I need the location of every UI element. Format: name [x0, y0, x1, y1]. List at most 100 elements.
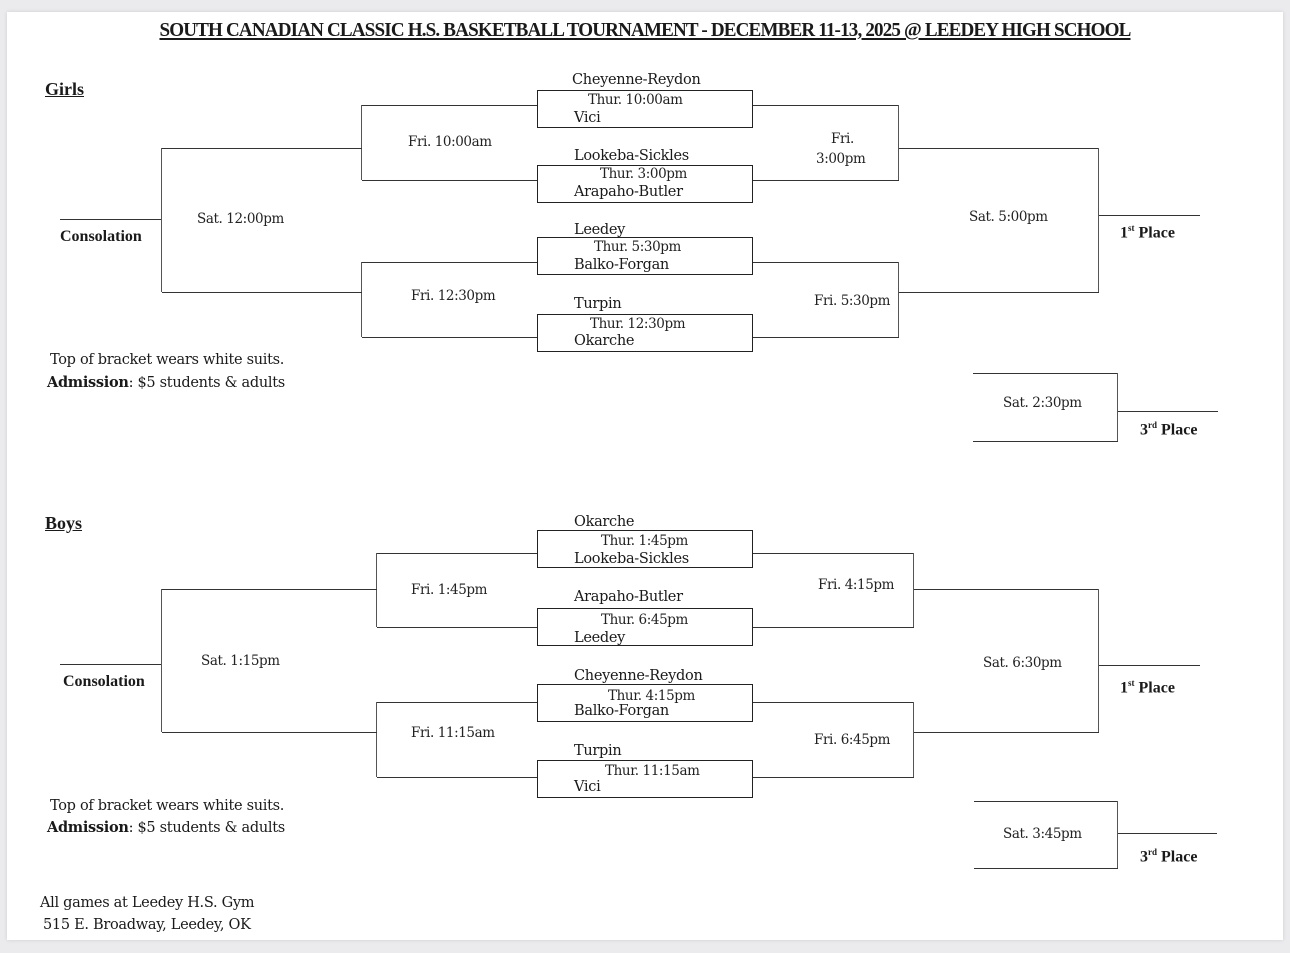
girls-semi-time: Fri. 5:30pm: [814, 293, 891, 309]
boys-third-place-label: 3rd Place: [1140, 847, 1198, 866]
girls-team: Arapaho-Butler: [574, 184, 683, 200]
bracket-line: [914, 589, 1099, 590]
bracket-line: [162, 732, 377, 733]
boys-game-time: Thur. 6:45pm: [601, 612, 688, 628]
boys-team: Turpin: [574, 743, 622, 759]
boys-team: Arapaho-Butler: [574, 589, 683, 605]
bracket-line: [362, 337, 537, 338]
girls-game-3-box: [537, 237, 753, 275]
boys-game-3-box: [537, 684, 753, 722]
bracket-line: [753, 337, 899, 338]
page-title: SOUTH CANADIAN CLASSIC H.S. BASKETBALL T…: [159, 19, 1131, 41]
girls-third-place-time: Sat. 2:30pm: [1003, 395, 1082, 411]
girls-consolation-label: Consolation: [60, 228, 142, 245]
girls-suits-note: Top of bracket wears white suits.: [50, 352, 285, 368]
bracket-line: [1117, 373, 1118, 441]
bracket-line: [376, 702, 377, 777]
girls-first-place-label: 1st Place: [1120, 223, 1175, 242]
girls-team: Leedey: [574, 222, 626, 238]
boys-admission-note: Admission: $5 students & adults: [47, 819, 285, 836]
girls-game-time: Thur. 10:00am: [588, 92, 683, 108]
girls-team: Okarche: [574, 333, 635, 349]
bracket-line: [1099, 665, 1200, 666]
bracket-line: [1098, 148, 1099, 292]
bracket-line: [899, 292, 1099, 293]
girls-game-time: Thur. 3:00pm: [600, 166, 687, 182]
bracket-line: [361, 262, 362, 337]
bracket-line: [753, 702, 914, 703]
boys-consolation-semi-time: Fri. 11:15am: [411, 725, 495, 741]
bracket-line: [898, 105, 899, 180]
girls-team: Turpin: [574, 296, 622, 312]
bracket-line: [161, 589, 162, 732]
girls-admission-note: Admission: $5 students & adults: [47, 374, 285, 391]
bracket-line: [377, 702, 537, 703]
boys-suits-note: Top of bracket wears white suits.: [50, 798, 285, 814]
boys-consolation-label: Consolation: [63, 673, 145, 690]
bracket-line: [753, 262, 899, 263]
bracket-line: [753, 777, 914, 778]
girls-game-time: Thur. 5:30pm: [594, 239, 681, 255]
bracket-line: [1117, 801, 1118, 868]
boys-game-time: Thur. 11:15am: [605, 763, 700, 779]
bracket-line: [376, 553, 377, 627]
girls-semi-time: 3:00pm: [816, 151, 866, 167]
bracket-line: [377, 627, 537, 628]
bracket-line: [162, 292, 362, 293]
bracket-line: [362, 180, 537, 181]
bracket-line: [913, 553, 914, 627]
boys-team: Cheyenne-Reydon: [574, 668, 703, 684]
boys-team: Lookeba-Sickles: [574, 551, 689, 567]
girls-consolation-final-time: Sat. 12:00pm: [197, 211, 284, 227]
boys-game-4-box: [537, 760, 753, 798]
girls-consolation-semi-time: Fri. 12:30pm: [411, 288, 496, 304]
boys-team: Balko-Forgan: [574, 703, 669, 719]
bracket-line: [914, 732, 1099, 733]
girls-game-1-box: [537, 90, 753, 128]
boys-team: Okarche: [574, 514, 635, 530]
bracket-line: [973, 373, 1118, 374]
bracket-line: [899, 148, 1099, 149]
document-page: [7, 12, 1283, 940]
bracket-line: [162, 148, 362, 149]
girls-game-time: Thur. 12:30pm: [590, 316, 686, 332]
bracket-line: [362, 262, 537, 263]
bracket-line: [753, 180, 899, 181]
address-note: 515 E. Broadway, Leedey, OK: [43, 917, 251, 933]
girls-team: Cheyenne-Reydon: [572, 72, 701, 88]
bracket-line: [1098, 589, 1099, 732]
boys-team: Vici: [574, 779, 601, 795]
girls-game-4-box: [537, 314, 753, 352]
bracket-line: [974, 868, 1118, 869]
girls-third-place-label: 3rd Place: [1140, 420, 1198, 439]
bracket-line: [753, 553, 914, 554]
girls-team: Lookeba-Sickles: [574, 148, 689, 164]
boys-team: Leedey: [574, 630, 626, 646]
bracket-line: [361, 105, 362, 180]
bracket-line: [377, 777, 537, 778]
bracket-line: [377, 553, 537, 554]
bracket-line: [161, 148, 162, 292]
girls-semi-time: Fri.: [831, 131, 854, 147]
bracket-line: [60, 219, 161, 220]
bracket-line: [162, 589, 377, 590]
girls-team: Balko-Forgan: [574, 257, 669, 273]
bracket-line: [974, 801, 1118, 802]
boys-heading: Boys: [45, 513, 83, 533]
bracket-line: [913, 702, 914, 777]
boys-first-place-label: 1st Place: [1120, 678, 1175, 697]
bracket-line: [973, 441, 1118, 442]
boys-third-place-time: Sat. 3:45pm: [1003, 826, 1082, 842]
girls-consolation-semi-time: Fri. 10:00am: [408, 134, 492, 150]
boys-semi-time: Fri. 4:15pm: [818, 577, 895, 593]
bracket-line: [1118, 833, 1217, 834]
bracket-line: [1099, 215, 1200, 216]
girls-heading: Girls: [45, 79, 84, 99]
boys-game-time: Thur. 1:45pm: [601, 533, 688, 549]
bracket-line: [60, 664, 161, 665]
bracket-line: [898, 262, 899, 337]
boys-consolation-final-time: Sat. 1:15pm: [201, 653, 280, 669]
venue-note: All games at Leedey H.S. Gym: [40, 895, 255, 911]
bracket-line: [1118, 411, 1218, 412]
girls-championship-time: Sat. 5:00pm: [969, 209, 1048, 225]
